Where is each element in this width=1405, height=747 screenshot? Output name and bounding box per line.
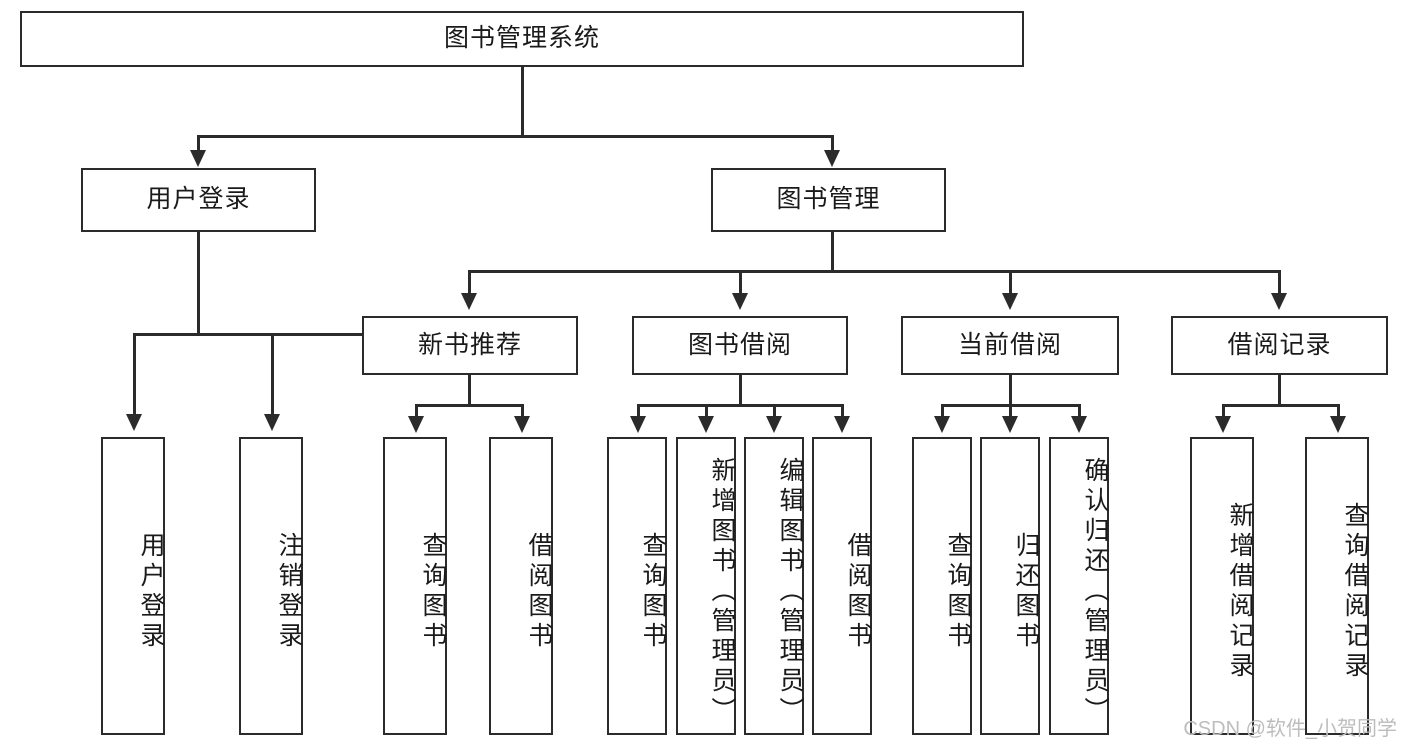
arrowhead-borrow-record-icon bbox=[1271, 293, 1287, 310]
connector-stem-book-borrow bbox=[739, 375, 742, 404]
arrowhead-br-add-icon bbox=[1215, 416, 1231, 433]
node-user-login[interactable]: 用户登录 bbox=[81, 168, 316, 232]
leaf-book-borrow-add-book-admin[interactable]: 新增图书（管理员） bbox=[676, 437, 736, 735]
connector-drop-cb-query bbox=[941, 404, 944, 420]
connector-bus-level3 bbox=[468, 270, 1280, 273]
connector-drop-cb-confirm bbox=[1078, 404, 1081, 420]
leaf-label: 注销登录 bbox=[275, 532, 303, 652]
arrowhead-bb-add-icon bbox=[698, 416, 714, 433]
arrowhead-new-book-icon bbox=[461, 293, 477, 310]
connector-drop-br-query bbox=[1337, 404, 1340, 420]
leaf-user-login[interactable]: 用户登录 bbox=[101, 437, 165, 735]
arrowhead-bb-edit-icon bbox=[766, 416, 782, 433]
arrowhead-cb-confirm-icon bbox=[1071, 416, 1087, 433]
node-new-book-recommend[interactable]: 新书推荐 bbox=[362, 316, 578, 375]
arrowhead-cb-return-icon bbox=[1002, 416, 1018, 433]
connector-drop-bb-query bbox=[637, 404, 640, 420]
connector-drop-leaf-user-login bbox=[133, 333, 136, 419]
connector-drop-nb-query bbox=[415, 404, 418, 420]
connector-drop-current-borrow bbox=[1009, 270, 1012, 298]
connector-drop-book-manage bbox=[831, 135, 834, 157]
arrowhead-bb-query-icon bbox=[630, 416, 646, 433]
arrowhead-book-manage-icon bbox=[824, 150, 840, 167]
connector-level2-bus bbox=[197, 135, 834, 138]
leaf-label: 用户登录 bbox=[137, 532, 165, 652]
leaf-current-borrow-confirm-return-admin[interactable]: 确认归还（管理员） bbox=[1049, 437, 1109, 735]
leaf-new-book-borrow-book[interactable]: 借阅图书 bbox=[489, 437, 553, 735]
leaf-logout[interactable]: 注销登录 bbox=[239, 437, 303, 735]
arrowhead-book-borrow-icon bbox=[732, 293, 748, 310]
arrowhead-user-login-icon bbox=[190, 150, 206, 167]
leaf-label: 归还图书 bbox=[1012, 532, 1040, 652]
connector-stem-user-login bbox=[197, 232, 200, 333]
node-current-borrow[interactable]: 当前借阅 bbox=[901, 316, 1119, 375]
connector-root-stem bbox=[521, 67, 524, 135]
connector-drop-cb-return bbox=[1009, 404, 1012, 420]
connector-stem-new-book bbox=[468, 375, 471, 404]
arrowhead-leaf-user-login-icon bbox=[126, 414, 142, 431]
leaf-borrow-record-query[interactable]: 查询借阅记录 bbox=[1305, 437, 1369, 735]
leaf-label: 借阅图书 bbox=[525, 532, 553, 652]
node-book-borrow[interactable]: 图书借阅 bbox=[632, 316, 848, 375]
leaf-label: 借阅图书 bbox=[844, 532, 872, 652]
leaf-book-borrow-borrow-book[interactable]: 借阅图书 bbox=[812, 437, 872, 735]
connector-drop-book-borrow bbox=[739, 270, 742, 298]
arrowhead-nb-borrow-icon bbox=[514, 416, 530, 433]
connector-bus-new-book-children bbox=[415, 404, 523, 407]
leaf-book-borrow-query-book[interactable]: 查询图书 bbox=[607, 437, 667, 735]
connector-drop-leaf-logout bbox=[271, 333, 274, 419]
connector-stem-borrow-record bbox=[1278, 375, 1281, 404]
arrowhead-current-borrow-icon bbox=[1002, 293, 1018, 310]
connector-bus-borrow-record-children bbox=[1222, 404, 1337, 407]
arrowhead-br-query-icon bbox=[1330, 416, 1346, 433]
leaf-label: 确认归还（管理员） bbox=[1081, 457, 1109, 727]
connector-drop-bb-edit bbox=[773, 404, 776, 420]
arrowhead-leaf-logout-icon bbox=[264, 414, 280, 431]
connector-drop-bb-add bbox=[705, 404, 708, 420]
leaf-label: 查询图书 bbox=[944, 532, 972, 652]
leaf-label: 查询图书 bbox=[419, 532, 447, 652]
node-root-system[interactable]: 图书管理系统 bbox=[20, 11, 1024, 67]
connector-stem-book-management bbox=[831, 232, 834, 270]
connector-drop-borrow-record bbox=[1278, 270, 1281, 298]
leaf-label: 查询图书 bbox=[639, 532, 667, 652]
leaf-label: 新增借阅记录 bbox=[1226, 502, 1254, 682]
leaf-label: 查询借阅记录 bbox=[1341, 502, 1369, 682]
leaf-label: 新增图书（管理员） bbox=[708, 457, 736, 727]
connector-drop-new-book bbox=[468, 270, 471, 298]
leaf-borrow-record-add[interactable]: 新增借阅记录 bbox=[1190, 437, 1254, 735]
node-book-management[interactable]: 图书管理 bbox=[711, 168, 946, 232]
leaf-label: 编辑图书（管理员） bbox=[776, 457, 804, 727]
connector-drop-nb-borrow bbox=[521, 404, 524, 420]
connector-drop-user-login bbox=[197, 135, 200, 157]
connector-stem-current-borrow bbox=[1009, 375, 1012, 404]
leaf-current-borrow-return-book[interactable]: 归还图书 bbox=[980, 437, 1040, 735]
connector-bus-user-login-children bbox=[133, 333, 404, 336]
node-borrow-record[interactable]: 借阅记录 bbox=[1171, 316, 1388, 375]
connector-drop-br-add bbox=[1222, 404, 1225, 420]
leaf-new-book-query-book[interactable]: 查询图书 bbox=[383, 437, 447, 735]
arrowhead-cb-query-icon bbox=[934, 416, 950, 433]
leaf-current-borrow-query-book[interactable]: 查询图书 bbox=[912, 437, 972, 735]
leaf-book-borrow-edit-book-admin[interactable]: 编辑图书（管理员） bbox=[744, 437, 804, 735]
connector-bus-book-borrow-children bbox=[637, 404, 843, 407]
arrowhead-bb-borrow-icon bbox=[834, 416, 850, 433]
connector-drop-bb-borrow bbox=[841, 404, 844, 420]
arrowhead-nb-query-icon bbox=[408, 416, 424, 433]
